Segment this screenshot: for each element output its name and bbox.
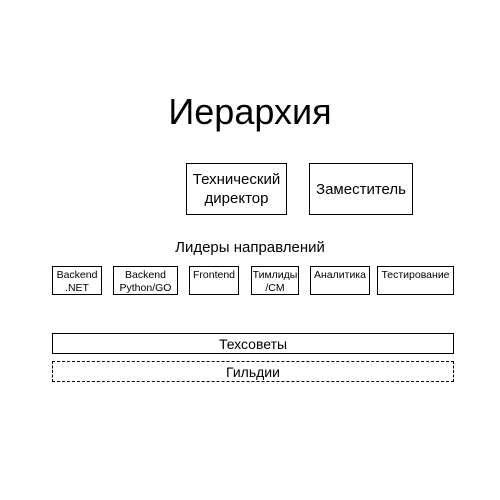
- tech-councils-label: Техсоветы: [218, 335, 288, 352]
- technical-director-label-line-2: директор: [204, 190, 269, 207]
- leaders-label: Лидеры направлений: [175, 239, 325, 256]
- leader-box-testing: Тестирование: [377, 266, 454, 295]
- guilds-label: Гильдии: [226, 363, 280, 380]
- leader-label-line: Frontend: [192, 269, 236, 281]
- leader-label-line: /CM: [265, 282, 285, 294]
- leader-box-frontend: Frontend: [189, 266, 239, 295]
- leader-label-line: Backend: [125, 269, 166, 281]
- leader-box-analytics: Аналитика: [310, 266, 370, 295]
- leader-label-line: Python/GO: [119, 282, 172, 294]
- technical-director-box: Технический директор: [186, 163, 287, 215]
- leader-label-line: Аналитика: [314, 269, 366, 281]
- guilds-box: Гильдии: [52, 361, 454, 382]
- leader-box-backend-net: Backend .NET: [52, 266, 102, 295]
- deputy-label: Заместитель: [316, 180, 406, 198]
- leader-label-line: Тимлиды: [252, 269, 298, 281]
- leader-box-backend-python-go: Backend Python/GO: [113, 266, 178, 295]
- leader-box-teamleads-cm: Тимлиды /CM: [251, 266, 299, 295]
- leader-label-line: .NET: [65, 282, 89, 294]
- leader-label-line: Backend: [56, 269, 98, 281]
- diagram-title: Иерархия: [168, 91, 332, 132]
- leader-label-line: Тестирование: [381, 269, 450, 281]
- technical-director-label-line-1: Технический: [192, 171, 281, 188]
- tech-councils-box: Техсоветы: [52, 333, 454, 354]
- deputy-box: Заместитель: [309, 163, 413, 215]
